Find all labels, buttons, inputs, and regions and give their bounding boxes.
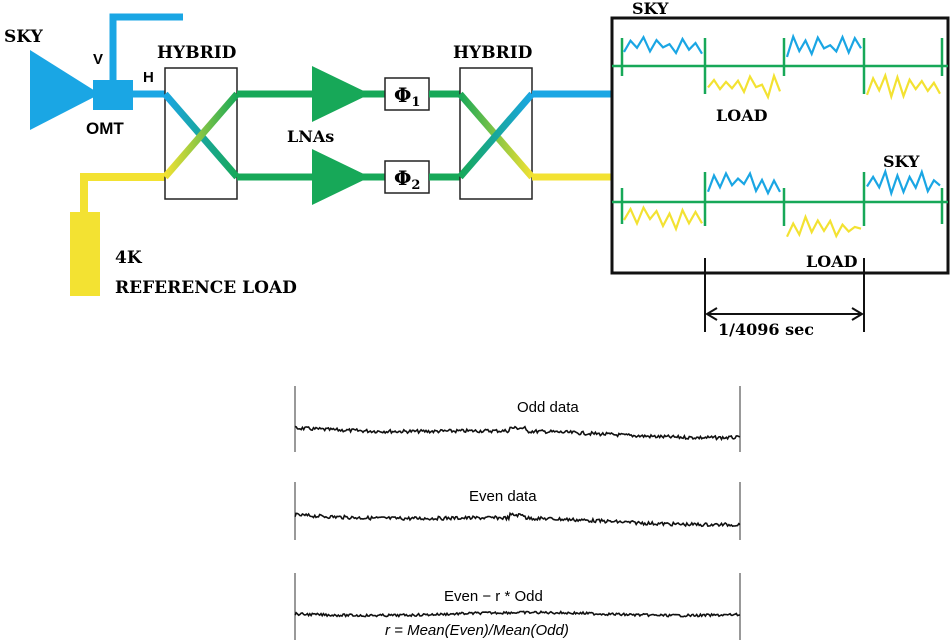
sky-label-top-left: SKY (4, 27, 44, 47)
timing-wiggles (623, 33, 941, 239)
even-data-title: Even data (469, 488, 537, 505)
ratio-formula: r = Mean(Even)/Mean(Odd) (385, 622, 569, 639)
timing-upper-axis (612, 38, 948, 94)
load-wiggle (707, 72, 782, 101)
sky-wiggle (623, 34, 703, 56)
difference-trace (294, 610, 741, 618)
phase-switch-1-label: Φ1 (394, 83, 420, 110)
omt-label: OMT (86, 119, 124, 138)
hybrid-left-path-yellow (162, 91, 240, 180)
sky-panel-label-top: SKY (632, 0, 669, 18)
sky-wiggle (866, 168, 941, 198)
omt-block-icon (93, 80, 133, 110)
hybrid-right-label: HYBRID (453, 43, 533, 63)
sky-panel-label-bottom: SKY (883, 152, 920, 171)
timing-lower-axis (612, 172, 948, 226)
odd-data-trace (294, 425, 741, 442)
difference-title: Even − r * Odd (444, 588, 543, 605)
lnas-label: LNAs (287, 127, 334, 146)
load-wiggle (786, 213, 862, 239)
v-port-label: V (93, 51, 103, 68)
load-4k-label: 4K (115, 248, 143, 268)
period-bracket (704, 258, 865, 332)
feed-horn-icon (30, 50, 100, 130)
phase-switch-1-icon (384, 77, 430, 111)
reference-load-label: REFERENCE LOAD (115, 278, 297, 298)
even-data-trace (294, 511, 741, 528)
load-wiggle (865, 72, 941, 101)
lna-lower-icon (312, 149, 370, 205)
sky-wiggle (706, 170, 781, 196)
load-panel-label-top: LOAD (716, 106, 768, 125)
phase-switch-2-icon (384, 160, 430, 194)
hybrid-right-path-b (457, 91, 535, 180)
load-panel-label-bottom: LOAD (806, 252, 858, 271)
plot-difference: Even − r * Odd r = Mean(Even)/Mean(Odd) (294, 573, 741, 640)
v-port-waveguide (109, 13, 183, 80)
timing-panel (610, 16, 950, 275)
hybrid-left-label: HYBRID (157, 43, 237, 63)
lna-upper-icon (312, 66, 370, 122)
phase-switch-2-label: Φ2 (394, 166, 420, 193)
odd-data-title: Odd data (517, 399, 579, 416)
period-label: 1/4096 sec (718, 320, 814, 339)
plot-even: Even data (294, 482, 741, 540)
reference-load-block-icon (70, 212, 100, 296)
load-wiggle (623, 205, 703, 232)
sky-wiggle (785, 33, 862, 58)
plot-odd: Odd data (294, 386, 741, 452)
h-port-label: H (143, 69, 154, 86)
